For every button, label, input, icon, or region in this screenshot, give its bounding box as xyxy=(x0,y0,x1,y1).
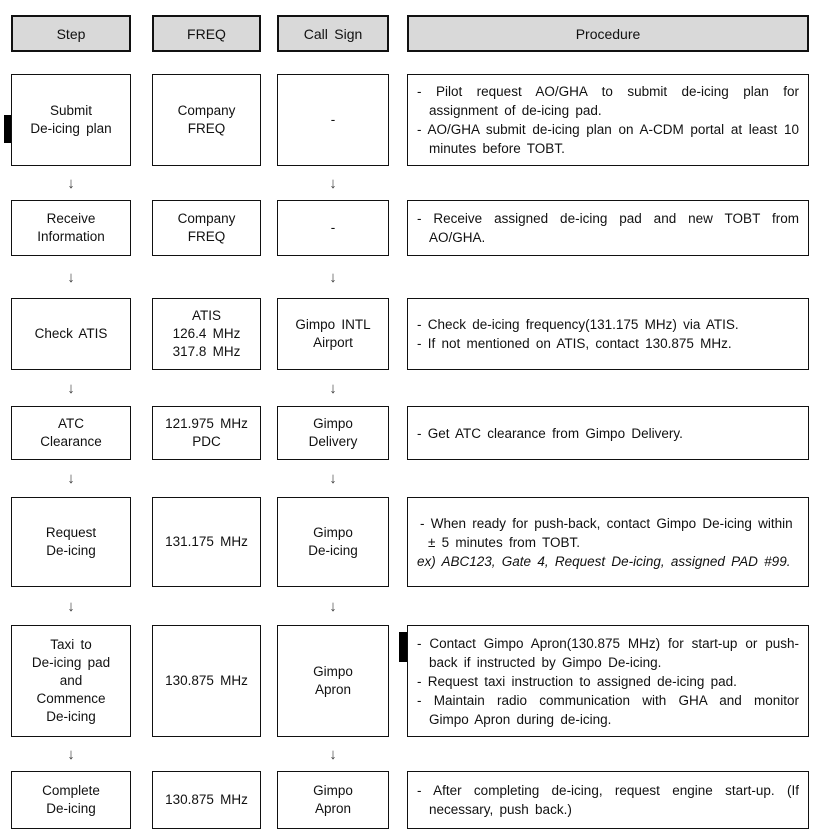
table-row: ATC Clearance 121.975 MHz PDC Gimpo Deli… xyxy=(11,406,822,460)
column-header-procedure: Procedure xyxy=(407,15,809,52)
arrow-row: ↓ ↓ xyxy=(11,587,822,625)
procedure-box: - Get ATC clearance from Gimpo Delivery. xyxy=(407,406,809,460)
down-arrow-icon: ↓ xyxy=(329,174,337,192)
freq-box: ATIS 126.4 MHz 317.8 MHz xyxy=(152,298,261,370)
procedure-text: Request taxi instruction to assigned de-… xyxy=(427,673,737,689)
procedure-item: - After completing de-icing, request eng… xyxy=(417,781,799,819)
procedure-text: AO/GHA submit de-icing plan on A-CDM por… xyxy=(427,122,799,156)
call-sign-box: Gimpo Delivery xyxy=(277,406,389,460)
down-arrow-icon: ↓ xyxy=(329,597,337,615)
table-row: Complete De-icing 130.875 MHz Gimpo Apro… xyxy=(11,771,822,829)
procedure-item: - When ready for push-back, contact Gimp… xyxy=(420,514,799,552)
down-arrow-icon: ↓ xyxy=(67,174,75,192)
procedure-text: Check de-icing frequency(131.175 MHz) vi… xyxy=(427,317,739,332)
freq-box: 131.175 MHz xyxy=(152,497,261,587)
step-box: Taxi to De-icing pad and Commence De-ici… xyxy=(11,625,131,737)
down-arrow-icon: ↓ xyxy=(67,597,75,615)
table-row: Receive Information Company FREQ - - Rec… xyxy=(11,200,822,256)
bullet-marker: - xyxy=(417,635,422,651)
example-marker: ex) xyxy=(417,553,436,569)
procedure-text: When ready for push-back, contact Gimpo … xyxy=(428,515,793,550)
procedure-item: - Get ATC clearance from Gimpo Delivery. xyxy=(417,424,799,443)
procedure-text: Contact Gimpo Apron(130.875 MHz) for sta… xyxy=(429,635,799,670)
bullet-marker: - xyxy=(417,783,422,798)
bullet-marker: - xyxy=(417,692,422,708)
down-arrow-icon: ↓ xyxy=(329,268,337,286)
freq-box: Company FREQ xyxy=(152,74,261,166)
bullet-marker: - xyxy=(417,425,422,441)
procedure-box: - Receive assigned de-icing pad and new … xyxy=(407,200,809,256)
arrow-row: ↓ ↓ xyxy=(11,737,822,771)
down-arrow-icon: ↓ xyxy=(67,379,75,397)
bullet-marker: - xyxy=(417,84,422,99)
step-box: Submit De-icing plan xyxy=(11,74,131,166)
procedure-item: - Pilot request AO/GHA to submit de-icin… xyxy=(417,82,799,120)
bullet-marker: - xyxy=(417,211,422,226)
procedure-item: - AO/GHA submit de-icing plan on A-CDM p… xyxy=(417,120,799,158)
call-sign-box: Gimpo INTL Airport xyxy=(277,298,389,370)
procedure-item: - Request taxi instruction to assigned d… xyxy=(417,672,799,691)
arrow-row: ↓ ↓ xyxy=(11,460,822,497)
procedure-text: Get ATC clearance from Gimpo Delivery. xyxy=(427,425,683,441)
procedure-item: - Check de-icing frequency(131.175 MHz) … xyxy=(417,315,799,334)
step-box: Request De-icing xyxy=(11,497,131,587)
procedure-example: ex) ABC123, Gate 4, Request De-icing, as… xyxy=(417,552,799,571)
bullet-marker: - xyxy=(420,515,425,531)
arrow-row: ↓ ↓ xyxy=(11,166,822,200)
down-arrow-icon: ↓ xyxy=(67,470,75,487)
procedure-table: Step FREQ Call Sign Procedure Submit De-… xyxy=(11,0,822,829)
revision-bar xyxy=(4,115,11,143)
down-arrow-icon: ↓ xyxy=(67,268,75,286)
call-sign-box: Gimpo De-icing xyxy=(277,497,389,587)
step-box: ATC Clearance xyxy=(11,406,131,460)
step-box: Receive Information xyxy=(11,200,131,256)
procedure-item: - Receive assigned de-icing pad and new … xyxy=(417,209,799,247)
column-header-call-sign: Call Sign xyxy=(277,15,389,52)
call-sign-box: - xyxy=(277,74,389,166)
procedure-box: - Contact Gimpo Apron(130.875 MHz) for s… xyxy=(407,625,809,737)
procedure-item: - Contact Gimpo Apron(130.875 MHz) for s… xyxy=(417,634,799,672)
procedure-box: - Pilot request AO/GHA to submit de-icin… xyxy=(407,74,809,166)
table-row: Taxi to De-icing pad and Commence De-ici… xyxy=(11,625,822,737)
procedure-text: ABC123, Gate 4, Request De-icing, assign… xyxy=(441,553,791,569)
revision-bar xyxy=(399,632,407,662)
procedure-text: Pilot request AO/GHA to submit de-icing … xyxy=(429,84,799,118)
bullet-marker: - xyxy=(417,122,422,137)
call-sign-box: - xyxy=(277,200,389,256)
procedure-box: - When ready for push-back, contact Gimp… xyxy=(407,497,809,587)
down-arrow-icon: ↓ xyxy=(67,745,75,763)
call-sign-box: Gimpo Apron xyxy=(277,625,389,737)
procedure-text: After completing de-icing, request engin… xyxy=(429,783,799,817)
bullet-marker: - xyxy=(417,317,422,332)
table-row: Submit De-icing plan Company FREQ - - Pi… xyxy=(11,74,822,166)
freq-box: Company FREQ xyxy=(152,200,261,256)
procedure-box: - Check de-icing frequency(131.175 MHz) … xyxy=(407,298,809,370)
call-sign-box: Gimpo Apron xyxy=(277,771,389,829)
procedure-box: - After completing de-icing, request eng… xyxy=(407,771,809,829)
procedure-item: - Maintain radio communication with GHA … xyxy=(417,691,799,729)
freq-box: 121.975 MHz PDC xyxy=(152,406,261,460)
table-row: Check ATIS ATIS 126.4 MHz 317.8 MHz Gimp… xyxy=(11,298,822,370)
arrow-row: ↓ ↓ xyxy=(11,256,822,298)
bullet-marker: - xyxy=(417,336,422,351)
freq-box: 130.875 MHz xyxy=(152,625,261,737)
column-header-freq: FREQ xyxy=(152,15,261,52)
column-header-step: Step xyxy=(11,15,131,52)
freq-box: 130.875 MHz xyxy=(152,771,261,829)
down-arrow-icon: ↓ xyxy=(329,379,337,397)
procedure-item: - If not mentioned on ATIS, contact 130.… xyxy=(417,334,799,353)
table-header-row: Step FREQ Call Sign Procedure xyxy=(11,15,822,52)
down-arrow-icon: ↓ xyxy=(329,745,337,763)
procedure-text: If not mentioned on ATIS, contact 130.87… xyxy=(427,336,732,351)
arrow-row: ↓ ↓ xyxy=(11,370,822,406)
bullet-marker: - xyxy=(417,673,422,689)
table-row: Request De-icing 131.175 MHz Gimpo De-ic… xyxy=(11,497,822,587)
procedure-text: Receive assigned de-icing pad and new TO… xyxy=(429,211,799,245)
down-arrow-icon: ↓ xyxy=(329,470,337,487)
step-box: Complete De-icing xyxy=(11,771,131,829)
step-box: Check ATIS xyxy=(11,298,131,370)
procedure-text: Maintain radio communication with GHA an… xyxy=(429,692,799,727)
